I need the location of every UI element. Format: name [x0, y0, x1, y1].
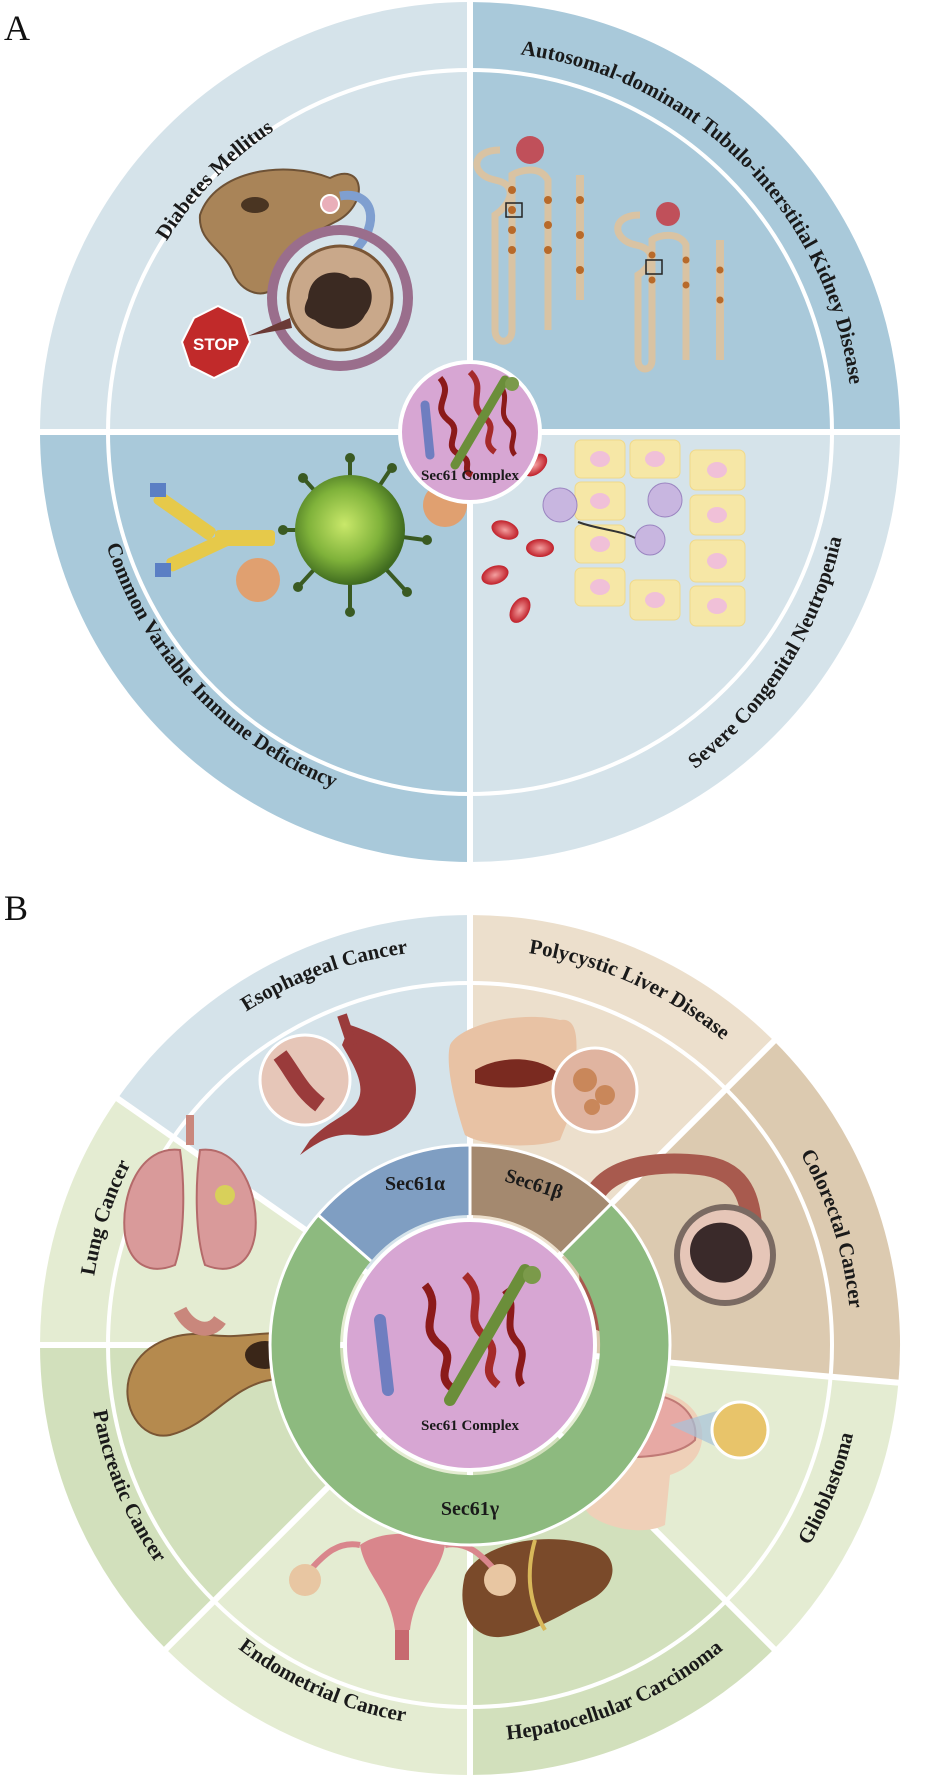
sec61-beta-segment [470, 1145, 612, 1254]
sec61-gamma-label: Sec61γ [441, 1498, 500, 1520]
sec61-protein-structure-icon [420, 369, 519, 478]
stomach-illustration [258, 1013, 416, 1155]
pancreas-illustration [198, 168, 413, 371]
sec61-protein-structure-b-icon [374, 1264, 541, 1406]
panel-b-label: B [4, 888, 28, 928]
panel-b-center-label: Sec61 Complex [421, 1418, 519, 1434]
stop-sign-icon: STOP [180, 304, 252, 380]
bone-marrow-illustration [481, 439, 746, 627]
liver-torso-illustration [448, 1016, 639, 1146]
panel-a-center-label: Sec61 Complex [421, 468, 519, 484]
liver-illustration [462, 1539, 613, 1638]
quadrant-neutropenia [470, 432, 900, 862]
uterus-illustration [289, 1533, 516, 1660]
quadrant-kidney [470, 2, 900, 432]
sec61-gamma-segment [269, 1203, 670, 1545]
quadrant-immune [40, 432, 470, 862]
panel-a-diagram: STOP [38, 0, 902, 864]
sec61-alpha-label: Sec61α [385, 1173, 445, 1195]
stop-sign-label: STOP [193, 335, 239, 354]
lungs-illustration [123, 1115, 257, 1270]
panel-a-label: A [4, 8, 30, 48]
panel-b-diagram: Sec61α Sec61β Sec61γ Sec61 Complex Esoph… [36, 911, 903, 1779]
sec61-alpha-segment [317, 1144, 470, 1261]
nephron-illustration [473, 136, 724, 373]
